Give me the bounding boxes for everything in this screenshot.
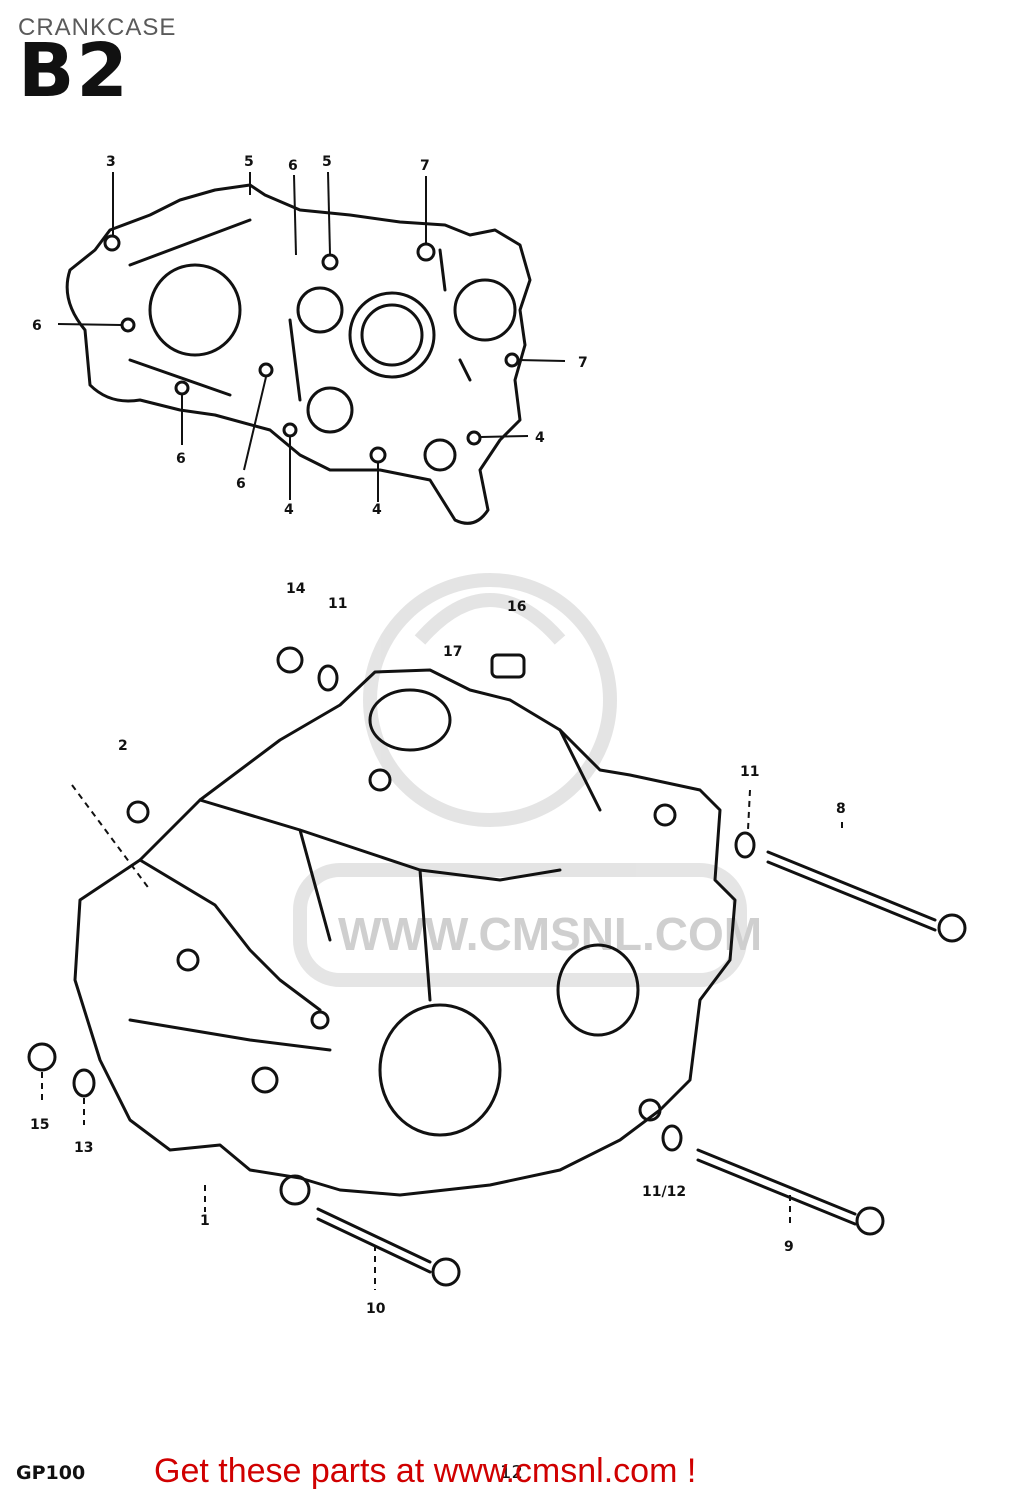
callout-label: 7 xyxy=(420,158,430,174)
callout-label: 5 xyxy=(244,154,254,170)
callout-label: 15 xyxy=(30,1117,49,1133)
section-code: B2 xyxy=(18,28,130,114)
callout-label: 4 xyxy=(372,502,382,518)
callout-label: 13 xyxy=(74,1140,93,1156)
fastener-parts xyxy=(27,646,967,1287)
callout-label: 11 xyxy=(740,764,759,780)
callout-label: 4 xyxy=(535,430,545,446)
upper-callout-labels: 3 5 6 5 7 6 7 6 6 4 4 4 xyxy=(32,154,588,518)
page-number: 12 xyxy=(500,1462,523,1483)
upper-crankcase-half xyxy=(65,183,532,525)
watermark-logo xyxy=(293,573,747,987)
watermark-url: WWW.CMSNL.COM xyxy=(338,908,762,960)
callout-label: 16 xyxy=(507,599,526,615)
callout-label: 6 xyxy=(176,451,186,467)
callout-label: 8 xyxy=(836,801,846,817)
callout-label: 14 xyxy=(286,581,306,597)
callout-label: 1 xyxy=(200,1213,210,1229)
callout-label: 17 xyxy=(443,644,462,660)
callout-label: 9 xyxy=(784,1239,794,1255)
callout-label: 6 xyxy=(288,158,298,174)
page-caption: CRANKCASE xyxy=(18,14,177,41)
lower-leader-lines xyxy=(41,784,843,1290)
buy-parts-link[interactable]: Get these parts at www.cmsnl.com ! xyxy=(154,1452,697,1490)
callout-label: 11 xyxy=(328,596,347,612)
callout-label: 6 xyxy=(32,318,42,334)
callout-label: 11/12 xyxy=(642,1184,686,1200)
callout-label: 7 xyxy=(578,355,588,371)
callout-label: 6 xyxy=(236,476,246,492)
callout-label: 5 xyxy=(322,154,332,170)
lower-callout-labels: 14 11 16 17 2 11 8 15 13 1 10 9 11/12 xyxy=(30,581,846,1317)
callout-label: 3 xyxy=(106,154,116,170)
callout-label: 10 xyxy=(366,1301,386,1317)
upper-leader-lines xyxy=(57,171,566,502)
lower-crankcase-half xyxy=(73,668,737,1206)
callout-label: 4 xyxy=(284,502,294,518)
model-code: GP100 xyxy=(16,1462,86,1484)
callout-label: 2 xyxy=(118,738,128,754)
